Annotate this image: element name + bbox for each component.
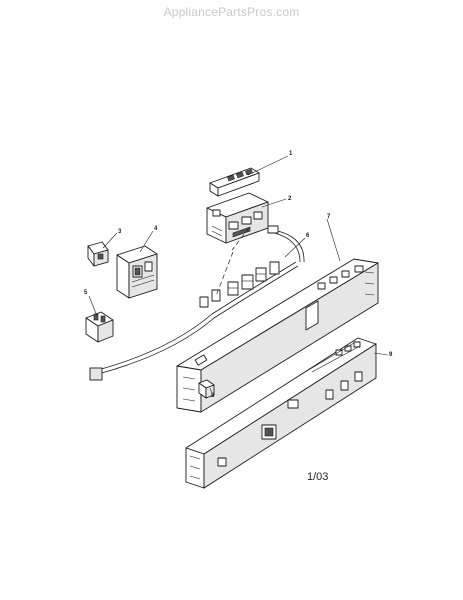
assembly-guide-lines: [215, 227, 250, 297]
callout-6: 6: [306, 233, 310, 239]
callout-1: 1: [289, 151, 293, 157]
part-5-connector-block[interactable]: [85, 311, 114, 343]
callout-4: 4: [154, 226, 158, 232]
site-watermark: AppliancePartsPros.com: [163, 5, 300, 19]
callout-9: 9: [389, 352, 393, 358]
part-2-control-housing[interactable]: [206, 192, 269, 244]
part-7-console-panel[interactable]: [176, 258, 379, 413]
callout-2: 2: [288, 196, 292, 202]
revision-date: 1/03: [307, 471, 328, 483]
callout-5: 5: [84, 290, 88, 296]
part-3-relay[interactable]: [87, 241, 109, 267]
part-6-wire-harness[interactable]: [89, 225, 305, 381]
callout-7: 7: [327, 214, 331, 220]
part-4-switch-bracket[interactable]: [116, 245, 158, 299]
callout-3: 3: [118, 229, 122, 235]
part-8-button[interactable]: [198, 379, 215, 399]
part-9-circuit-board[interactable]: [185, 337, 377, 489]
callout-8: 8: [211, 393, 215, 399]
part-1-module[interactable]: [209, 167, 260, 197]
callout-leaders: [88, 155, 389, 394]
